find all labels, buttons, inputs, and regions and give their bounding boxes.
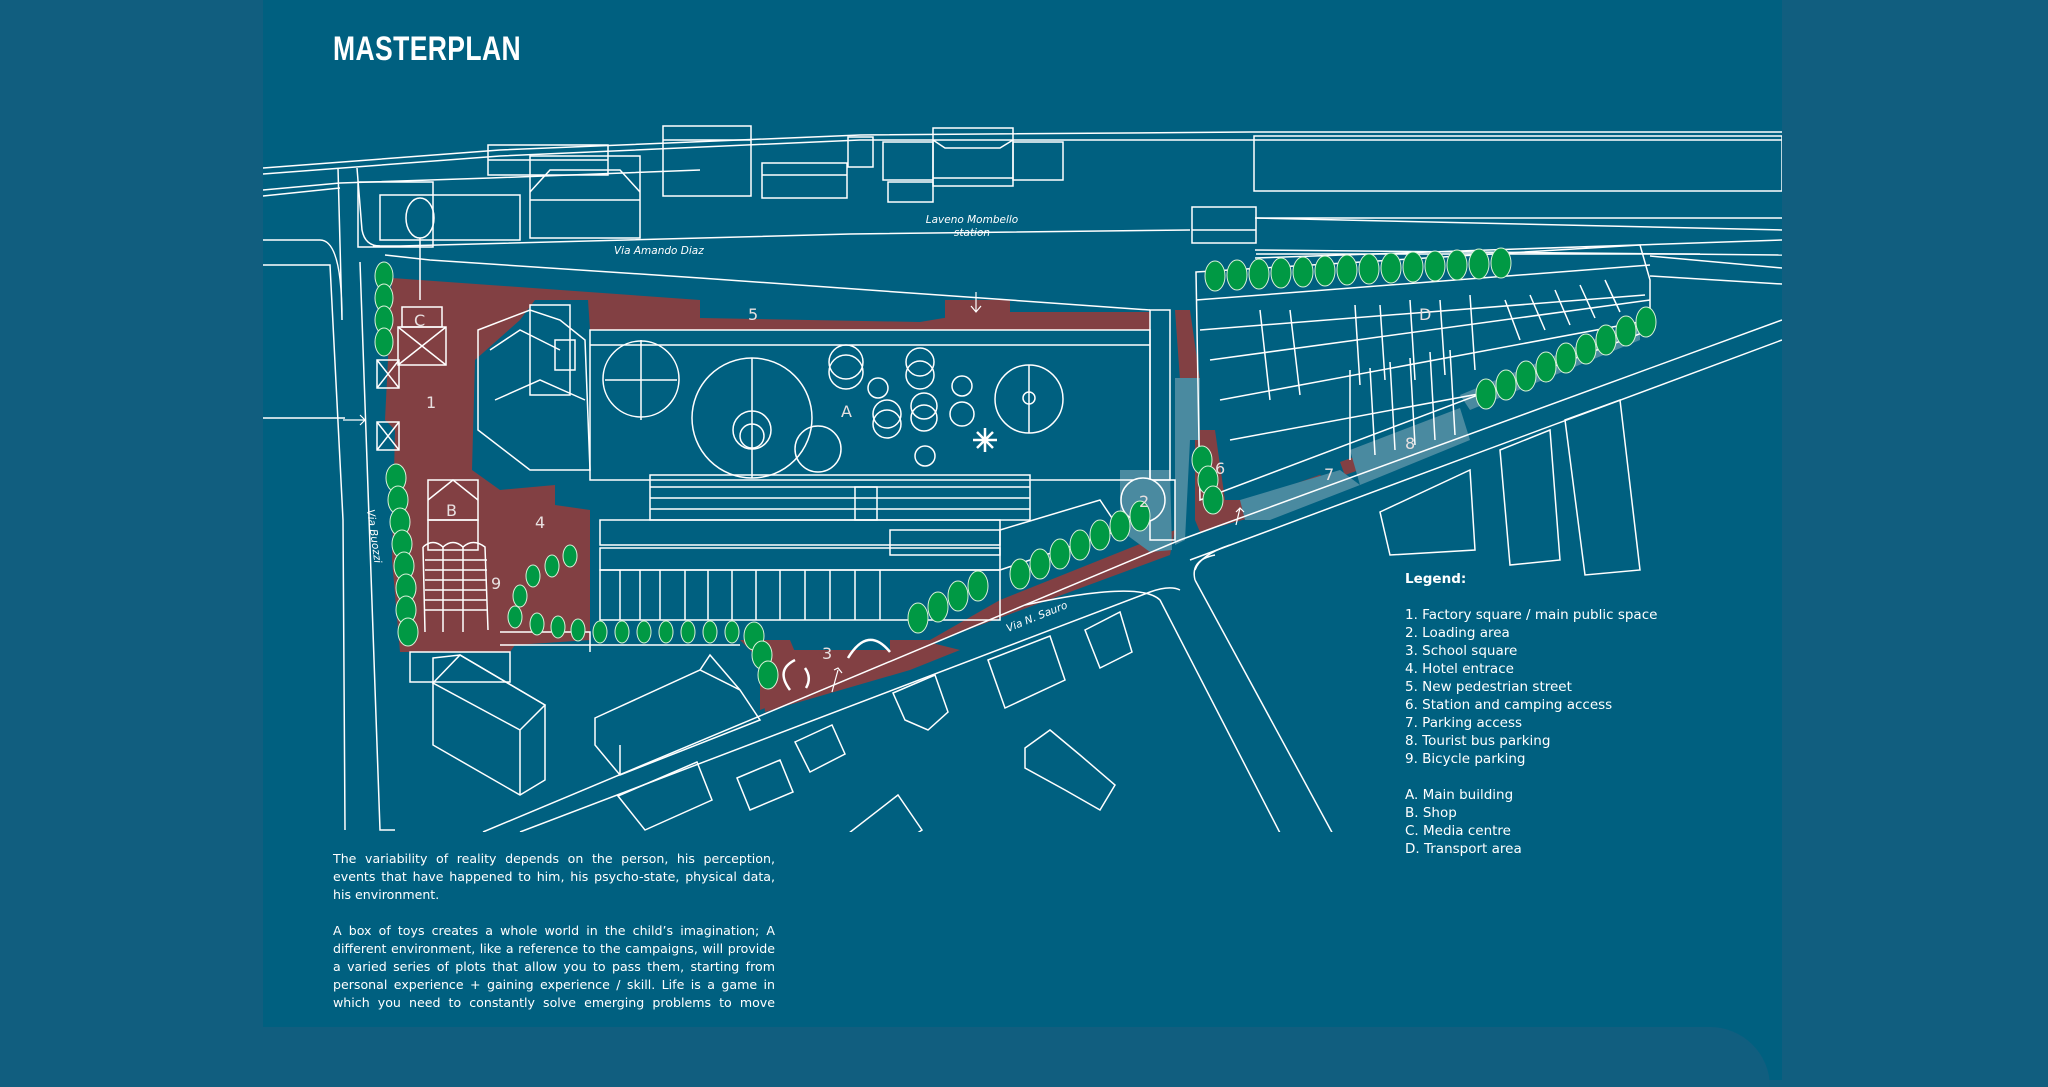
- legend-item: C. Media centre: [1405, 823, 1511, 839]
- south-buildings: [409, 398, 1641, 832]
- zone-marker-9: 9: [491, 574, 501, 593]
- street-label-via-amando-diaz: Via Amando Diaz: [614, 245, 704, 257]
- street-label-via-buozzi: Via Buozzi: [364, 509, 383, 564]
- paragraph-2: A box of toys creates a whole world in t…: [333, 923, 775, 1010]
- zone-marker-2: 2: [1139, 492, 1149, 511]
- legend-item: B. Shop: [1405, 805, 1457, 821]
- zone-marker-4: 4: [535, 513, 545, 532]
- bottom-overlay: [263, 1027, 1770, 1087]
- streets: [263, 131, 1782, 832]
- description-text: The variability of reality depends on th…: [333, 850, 775, 1030]
- zone-marker-c: C: [414, 311, 425, 330]
- zone-marker-d: D: [1419, 305, 1431, 324]
- road-stripes: [263, 875, 313, 925]
- legend-item: 4. Hotel entrace: [1405, 661, 1514, 677]
- zone-marker-7: 7: [1324, 465, 1334, 484]
- legend-item: 1. Factory square / main public space: [1405, 607, 1658, 623]
- paragraph-1: The variability of reality depends on th…: [333, 851, 775, 902]
- legend-item: 3. School square: [1405, 643, 1518, 659]
- zone-marker-b: B: [446, 501, 457, 520]
- school-square-features: [343, 292, 1245, 693]
- zone-marker-3: 3: [822, 644, 832, 663]
- transport-area: [1195, 244, 1651, 502]
- legend-lettered-list: A. Main building B. Shop C. Media centre…: [1405, 786, 1657, 858]
- station-label-line2: station: [954, 227, 990, 239]
- trees: [374, 247, 1657, 690]
- legend-item: 6. Station and camping access: [1405, 697, 1613, 713]
- legend-item: 2. Loading area: [1405, 625, 1510, 641]
- zone-marker-8: 8: [1405, 434, 1415, 453]
- legend-item: A. Main building: [1405, 787, 1514, 803]
- zone-marker-1: 1: [426, 393, 436, 412]
- legend-item: 5. New pedestrian street: [1405, 679, 1572, 695]
- legend-item: D. Transport area: [1405, 841, 1522, 857]
- legend: Legend: 1. Factory square / main public …: [1405, 570, 1657, 876]
- zone-marker-6: 6: [1215, 459, 1225, 478]
- legend-item: 9. Bicycle parking: [1405, 751, 1526, 767]
- legend-title: Legend:: [1405, 571, 1467, 587]
- legend-numbered-list: 1. Factory square / main public space 2.…: [1405, 606, 1657, 768]
- legend-item: 8. Tourist bus parking: [1405, 733, 1551, 749]
- page-title: MASTERPLAN: [333, 30, 522, 68]
- station-label-line1: Laveno Mombello: [926, 214, 1018, 226]
- legend-item: 7. Parking access: [1405, 715, 1523, 731]
- zone-marker-5: 5: [748, 305, 758, 324]
- zone-marker-a: A: [841, 402, 852, 421]
